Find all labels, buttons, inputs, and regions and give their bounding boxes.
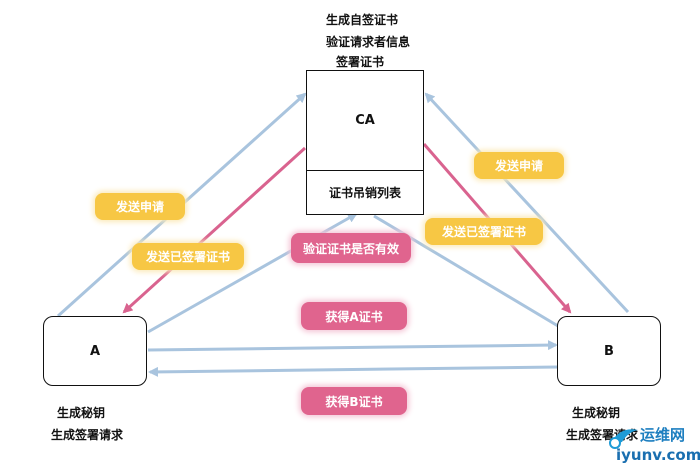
node-a-note-1: 生成秘钥 — [57, 406, 106, 420]
node-a-box: A — [43, 316, 147, 386]
arrow-b-request-to-ca — [424, 92, 630, 314]
watermark-domain: iyunv.com — [616, 446, 700, 464]
ca-note-1: 生成自签证书 — [326, 13, 399, 27]
node-b-box: B — [557, 316, 661, 386]
watermark-logo-icon — [609, 429, 638, 449]
ca-title: CA — [355, 113, 375, 128]
label-b-send-request: 发送申请 — [474, 152, 564, 179]
node-a-label: A — [89, 343, 101, 359]
ca-note-2: 验证请求者信息 — [326, 35, 411, 49]
ca-note-3: 签署证书 — [336, 55, 385, 69]
label-verify-cert: 验证证书是否有效 — [291, 233, 411, 263]
label-a-send-request: 发送申请 — [95, 193, 185, 220]
label-a-send-signed: 发送已签署证书 — [132, 243, 244, 270]
node-a-note-2: 生成签署请求 — [51, 428, 124, 442]
label-get-b-cert: 获得B证书 — [301, 387, 407, 415]
watermark-site: 运维网 — [640, 426, 686, 444]
crl-box: 证书吊销列表 — [306, 170, 424, 215]
ca-box: CA — [306, 70, 424, 171]
arrow-ca-signed-to-a — [122, 146, 307, 314]
label-b-send-signed: 发送已签署证书 — [425, 218, 543, 245]
arrow-a-cert-to-b — [147, 340, 558, 352]
label-get-a-cert: 获得A证书 — [301, 302, 407, 330]
crl-label: 证书吊销列表 — [328, 186, 401, 200]
node-b-label: B — [604, 343, 614, 359]
arrow-b-cert-to-a — [148, 365, 559, 377]
node-b-note-1: 生成秘钥 — [572, 406, 621, 420]
